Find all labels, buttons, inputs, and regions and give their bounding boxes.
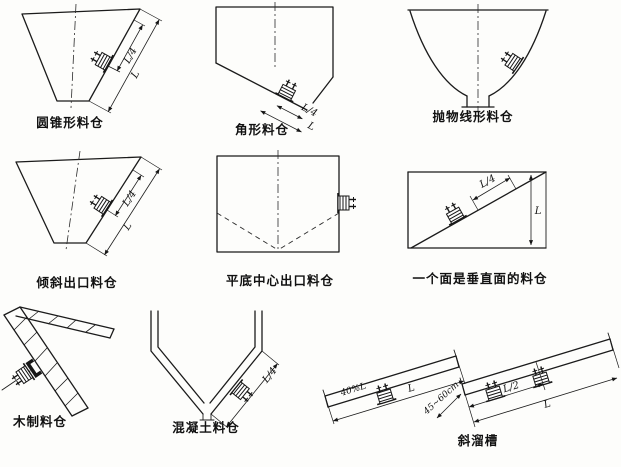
chute-flange (322, 389, 326, 397)
extension-tick (85, 242, 108, 257)
figure-caption: 角形料仓 (235, 122, 289, 137)
wall-corner-join (3, 306, 21, 316)
dim-label-full: L (129, 69, 142, 81)
shallow-wall-end (109, 328, 115, 339)
figure-flat-bottom-hopper: 平底中心出口料仓 (216, 150, 357, 288)
dimension-line-quarter (276, 105, 303, 120)
extension-tick (139, 8, 163, 22)
steep-wall-end (71, 407, 89, 417)
steep-wall-inner (19, 306, 89, 409)
vibrator-icon (229, 378, 258, 408)
dim-label-quarter: L/4 (122, 46, 140, 67)
shallow-wall-lower (15, 315, 111, 339)
dim-label-gap: 45~60cm (421, 380, 461, 418)
chute-top-edge (461, 338, 611, 385)
figure-wooden-hopper: 木制料仓 (1, 306, 115, 429)
vibrator-icon (480, 377, 507, 403)
dimension-line-full (104, 168, 160, 256)
figure-angular-hopper: L/4 L 角形料仓 (215, 2, 334, 137)
hopper-right-curve (488, 10, 547, 97)
centerline (65, 150, 81, 251)
dim-label-quarter: L/4 (477, 173, 498, 191)
figure-vertical-face-hopper: L L/4 一个面是垂直面的料仓 (407, 171, 547, 286)
figure-inclined-outlet-hopper: L/4 L 倾斜出口料仓 (15, 150, 163, 290)
centerline (70, 3, 77, 109)
dimension-line-full (107, 19, 160, 112)
inner-wall-right (209, 310, 256, 404)
extension-tick (455, 355, 466, 385)
figure-caption: 一个面是垂直面的料仓 (412, 271, 547, 286)
figure-caption: 混凝土料仓 (172, 420, 240, 435)
vibrator-icon (274, 75, 303, 103)
figure-caption: 抛物线形料仓 (432, 109, 513, 124)
figure-inclined-chute: 40%L L L/2 L 45~60cm 斜溜槽 (322, 332, 620, 448)
extension-tick (507, 174, 517, 190)
vibrator-icon (86, 45, 114, 74)
dimension-line-gap (436, 393, 462, 419)
vibrator-icon (527, 363, 554, 389)
figure-caption: 圆锥形料仓 (36, 115, 104, 130)
figure-caption: 平底中心出口料仓 (226, 273, 334, 288)
dim-label-full: L (305, 120, 317, 133)
dimension-line-right-full (473, 377, 618, 423)
extension-tick (88, 100, 112, 114)
vibrator-icon (439, 198, 468, 226)
figure-caption: 木制料仓 (12, 414, 67, 429)
dim-label-right-full: L (542, 398, 553, 411)
vibrator-icon (496, 46, 525, 75)
dim-label-quarter: L/4 (120, 189, 139, 210)
figure-caption: 倾斜出口料仓 (35, 275, 117, 290)
chute-flange (459, 377, 463, 385)
chute-flange (453, 349, 457, 357)
internal-hopper-right (277, 212, 340, 251)
vibrator-icon (337, 192, 357, 214)
extension-tick (324, 395, 335, 425)
extension-tick (133, 19, 146, 27)
dimension-line-quarter (472, 177, 511, 201)
extension-tick (140, 156, 163, 171)
hopper-left-curve (409, 10, 468, 97)
dim-label-full: L (121, 221, 135, 234)
dim-label-quarter: L/4 (298, 102, 318, 120)
vibrator-icon (85, 189, 114, 218)
wood-hatch-lines (13, 310, 96, 407)
chute-right-section: L/2 L (459, 332, 620, 428)
dim-label-full: L (534, 206, 542, 217)
internal-hopper-left (216, 212, 279, 251)
extension-tick (261, 350, 280, 366)
chute-bottom-edge (464, 349, 614, 396)
hopper-outline (21, 8, 141, 102)
channel-bracket-icon (25, 358, 43, 378)
figure-parabolic-hopper: 抛物线形料仓 (407, 4, 549, 124)
outer-wall-left (150, 310, 204, 415)
chute-left-section: 40%L L (322, 349, 466, 425)
hopper-outline (215, 6, 334, 78)
chute-flange (607, 332, 611, 340)
hopper-slant-wall (215, 62, 308, 111)
figure-conical-hopper: L/4 L 圆锥形料仓 (21, 3, 163, 130)
hopper-slant-wall (410, 171, 547, 249)
extension-tick (469, 195, 479, 211)
dim-label-half: L/2 (501, 380, 521, 396)
hopper-outline (216, 155, 340, 253)
figure-caption: 斜溜槽 (457, 433, 499, 448)
outlet-spout (312, 76, 334, 104)
steep-wall-outer (3, 314, 73, 417)
dim-label-quarter: L/4 (260, 366, 279, 386)
dimension-line-left-full (332, 380, 465, 422)
extension-tick (210, 413, 229, 429)
dim-label-left-full: L (406, 382, 417, 395)
inner-wall-left (157, 310, 205, 404)
shallow-wall-upper (19, 306, 115, 330)
extension-tick (609, 338, 620, 369)
extension-tick (132, 169, 145, 178)
figure-concrete-hopper: L/4 混凝土料仓 (150, 310, 280, 435)
dimension-line-full (260, 110, 302, 133)
extension-tick (461, 383, 476, 428)
